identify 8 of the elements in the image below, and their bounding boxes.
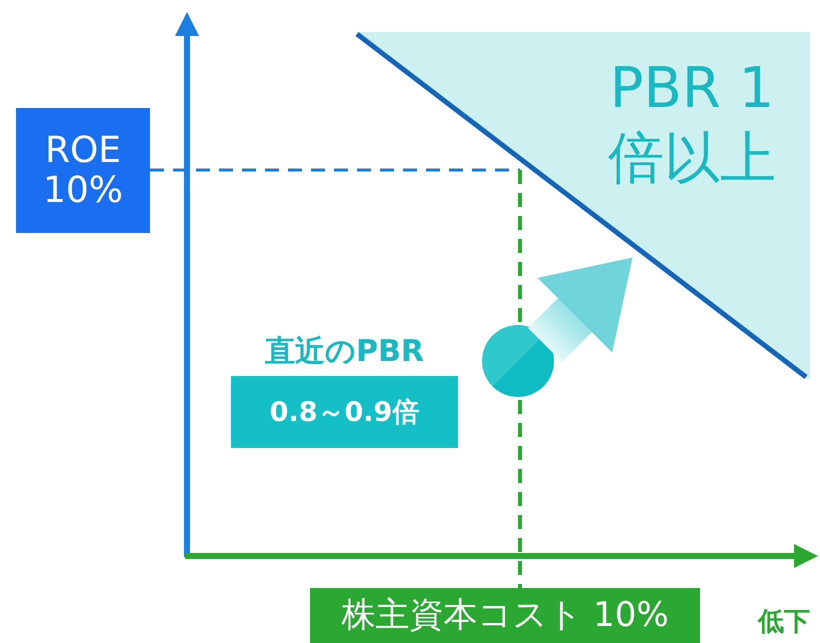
value-box: 0.8～0.9倍 — [231, 376, 458, 448]
heading: 直近のPBR — [265, 334, 424, 370]
axis-label: 低下 — [758, 606, 810, 639]
value-box: 株主資本コスト 10% — [310, 588, 700, 643]
value-box: ROE 10% — [16, 108, 150, 233]
region-label: PBR 1倍以上 — [607, 55, 777, 193]
shaded-region — [355, 32, 810, 380]
arrow — [528, 257, 633, 362]
